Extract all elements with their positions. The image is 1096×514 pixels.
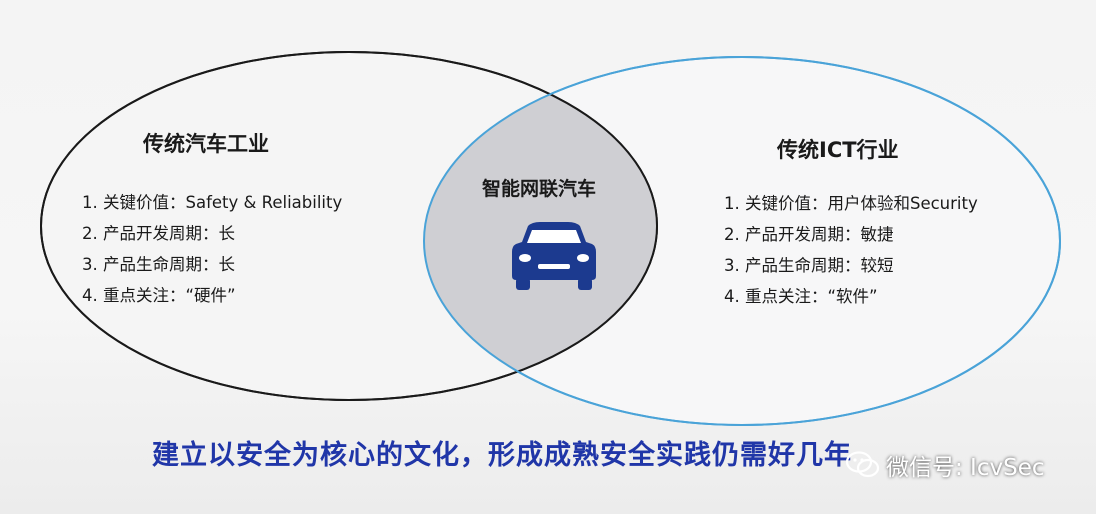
right-item-2: 2. 产品开发周期：敏捷 bbox=[724, 225, 894, 244]
left-item-3: 3. 产品生命周期：长 bbox=[82, 255, 235, 274]
right-item-1: 1. 关键价值：用户体验和Security bbox=[724, 194, 978, 213]
car-icon bbox=[512, 222, 596, 290]
left-circle-outline bbox=[40, 51, 658, 401]
left-item-2: 2. 产品开发周期：长 bbox=[82, 224, 235, 243]
intersection-title: 智能网联汽车 bbox=[482, 178, 597, 200]
watermark-text: 微信号: IcvSec bbox=[886, 455, 1045, 481]
right-circle-title: 传统ICT行业 bbox=[777, 138, 899, 162]
wechat-icon bbox=[846, 451, 880, 478]
left-item-1: 1. 关键价值：Safety & Reliability bbox=[82, 193, 343, 212]
left-circle-title: 传统汽车工业 bbox=[143, 132, 269, 156]
left-item-4: 4. 重点关注：“硬件” bbox=[82, 286, 236, 305]
right-circle-outline bbox=[423, 56, 1061, 426]
watermark: 微信号: IcvSec bbox=[846, 448, 1045, 482]
right-item-3: 3. 产品生命周期：较短 bbox=[724, 256, 894, 275]
right-item-4: 4. 重点关注：“软件” bbox=[724, 287, 878, 306]
intersection-region bbox=[424, 57, 657, 400]
bottom-caption: 建立以安全为核心的文化，形成成熟安全实践仍需好几年 bbox=[152, 440, 852, 471]
